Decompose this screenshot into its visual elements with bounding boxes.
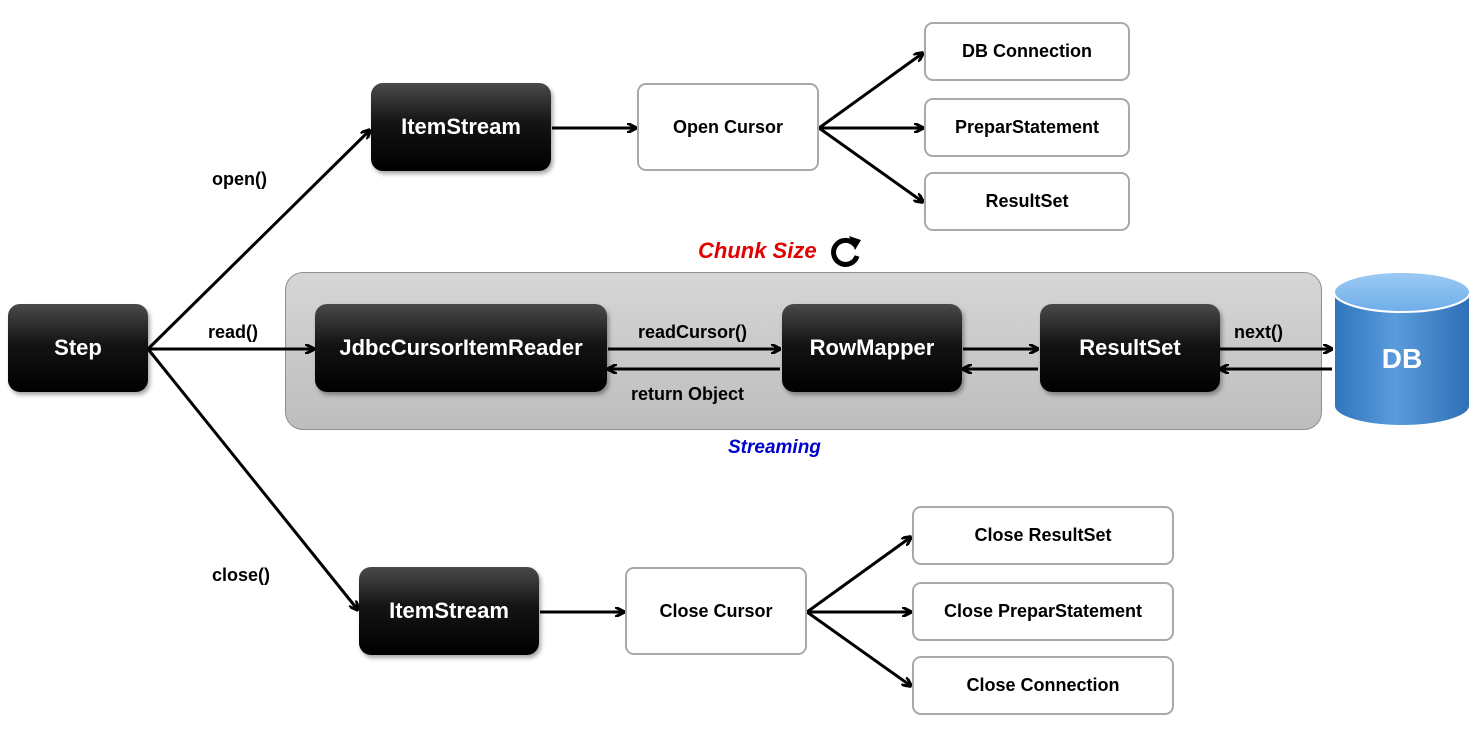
open-call-label: open() — [212, 169, 267, 189]
arrow-open-cursor-to-db-connection — [818, 53, 923, 130]
close-call-label: close() — [212, 565, 271, 585]
return-object-label: return Object — [631, 384, 745, 404]
read-cursor-label: readCursor() — [638, 322, 748, 342]
streaming-label: Streaming — [728, 437, 821, 458]
prepar-statement-node: PreparStatement — [924, 98, 1130, 157]
step-node: Step — [8, 304, 148, 392]
arrow-step-to-itemstream-close — [146, 348, 358, 610]
close-resultset-node: Close ResultSet — [912, 506, 1174, 565]
db-label: DB — [1381, 343, 1423, 374]
rowmapper-node: RowMapper — [782, 304, 962, 392]
jdbc-cursor-item-reader-node: JdbcCursorItemReader — [315, 304, 607, 392]
db-connection-node: DB Connection — [924, 22, 1130, 81]
resultset-node: ResultSet — [1040, 304, 1220, 392]
arrow-open-cursor-to-resultset — [818, 126, 923, 202]
itemstream-close-node: ItemStream — [359, 567, 539, 655]
close-cursor-node: Close Cursor — [625, 567, 807, 655]
refresh-icon — [831, 236, 861, 267]
close-prepar-statement-node: Close PreparStatement — [912, 582, 1174, 641]
arrow-close-cursor-to-close-resultset — [806, 537, 911, 614]
close-connection-node: Close Connection — [912, 656, 1174, 715]
arrow-step-to-itemstream-open — [146, 130, 370, 351]
arrow-close-cursor-to-close-connection — [806, 610, 911, 686]
resultset-open-node: ResultSet — [924, 172, 1130, 231]
itemstream-open-node: ItemStream — [371, 83, 551, 171]
next-call-label: next() — [1234, 322, 1283, 342]
read-call-label: read() — [208, 322, 259, 342]
chunk-size-label: Chunk Size — [698, 238, 817, 263]
database-cylinder-icon — [1333, 271, 1471, 427]
open-cursor-node: Open Cursor — [637, 83, 819, 171]
